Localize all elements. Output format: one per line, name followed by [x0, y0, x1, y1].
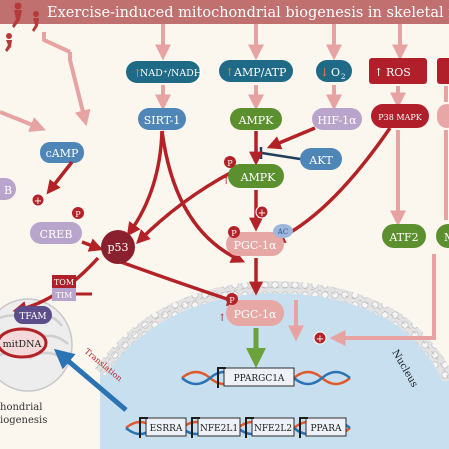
- svg-text:↑: ↑: [374, 66, 383, 79]
- node-creb: CREB P: [30, 207, 84, 244]
- svg-text:P38 MAPK: P38 MAPK: [378, 113, 422, 122]
- node-pgc-cyto: PGC-1α P AC: [226, 224, 293, 256]
- svg-text:B: B: [4, 184, 12, 197]
- svg-text:O: O: [331, 66, 340, 79]
- gene-esrra: ESRRA: [139, 417, 187, 438]
- nuclear-membrane-outline: [99, 286, 449, 381]
- plus-badge-creb: +: [31, 193, 45, 207]
- svg-text:TOM: TOM: [54, 278, 74, 287]
- svg-text:mitDNA: mitDNA: [3, 339, 42, 350]
- signal-arrows: [155, 85, 448, 111]
- svg-text:PPARGC1A: PPARGC1A: [234, 374, 285, 384]
- node-mtdna: mitDNA: [0, 327, 48, 359]
- signal-o2: ↓ O 2: [316, 60, 352, 82]
- svg-text:P: P: [229, 296, 235, 305]
- node-akt: AKT: [300, 148, 342, 170]
- svg-text:PPARA: PPARA: [310, 424, 342, 434]
- node-tfam: TFAM: [14, 306, 52, 324]
- signal-cut-box: [437, 58, 449, 84]
- svg-text:P: P: [227, 159, 233, 168]
- node-b-partial: B: [0, 178, 16, 200]
- node-atf2: ATF2: [382, 224, 426, 248]
- caption-line2: iogenesis: [0, 415, 47, 426]
- tom-complex: TOM: [52, 275, 76, 288]
- right-side-arrows: [288, 130, 448, 346]
- svg-text:ATF2: ATF2: [388, 231, 418, 244]
- svg-text:PGC-1α: PGC-1α: [234, 239, 277, 252]
- signal-nad: ↑ NAD⁺/NADH: [126, 61, 202, 83]
- svg-text:p53: p53: [107, 241, 128, 254]
- node-sirt1: SIRT-1: [138, 108, 186, 130]
- svg-text:TFAM: TFAM: [19, 312, 46, 322]
- translation-arrow: [53, 348, 128, 412]
- svg-text:P: P: [75, 210, 81, 219]
- svg-text:↓: ↓: [320, 66, 329, 79]
- svg-text:cAMP: cAMP: [46, 147, 79, 160]
- svg-text:NFE2L1: NFE2L1: [200, 424, 238, 434]
- node-hif: HIF-1α: [312, 108, 362, 130]
- svg-text:AMPK: AMPK: [240, 171, 277, 184]
- svg-text:+: +: [316, 334, 324, 345]
- title-arrows: [0, 24, 408, 132]
- caption-line1: hondrial: [0, 402, 42, 413]
- gene-nfe2l2: NFE2L2: [245, 417, 295, 438]
- plus-badge-nucleus: +: [313, 331, 327, 345]
- svg-text:↑: ↑: [225, 66, 234, 79]
- node-p38: P38 MAPK: [371, 104, 429, 128]
- svg-text:CREB: CREB: [40, 228, 73, 241]
- svg-text:P: P: [231, 229, 237, 238]
- gene-ppara: PPARA: [299, 417, 347, 438]
- svg-text:AMPK: AMPK: [238, 114, 275, 127]
- svg-text:AKT: AKT: [308, 154, 333, 167]
- akt-inhibit-line: [261, 151, 301, 161]
- svg-text:↑: ↑: [218, 313, 226, 324]
- node-p53: p53: [101, 230, 135, 264]
- svg-text:HIF-1α: HIF-1α: [317, 114, 357, 127]
- node-camp: cAMP: [40, 142, 84, 163]
- svg-text:AMP/ATP: AMP/ATP: [233, 66, 287, 79]
- node-pgc-nucleus: PGC-1α P ↑: [218, 293, 284, 326]
- svg-text:AC: AC: [277, 228, 288, 236]
- node-cut-right: [437, 104, 449, 128]
- plus-badge-ampk: +: [255, 205, 269, 219]
- tim-complex: TIM: [52, 288, 76, 301]
- svg-text:PGC-1α: PGC-1α: [234, 308, 277, 321]
- svg-text:NFE2L2: NFE2L2: [254, 424, 292, 434]
- signal-amp-atp: ↑ AMP/ATP: [219, 60, 293, 82]
- svg-text:SIRT-1: SIRT-1: [144, 114, 181, 127]
- gene-ppargc1a: PPARGC1A: [217, 367, 295, 388]
- svg-text:↑: ↑: [133, 67, 142, 80]
- svg-text:NAD⁺/NADH: NAD⁺/NADH: [140, 68, 202, 79]
- gene-nfe2l1: NFE2L1: [191, 417, 241, 438]
- svg-text:M: M: [444, 231, 449, 244]
- title-banner: [0, 0, 449, 24]
- svg-text:+: +: [258, 208, 266, 219]
- svg-text:2: 2: [341, 73, 345, 81]
- svg-text:TIM: TIM: [56, 291, 73, 300]
- runner-icon: [5, 2, 39, 52]
- svg-text:↑: ↑: [222, 176, 230, 187]
- signal-ros: ↑ ROS: [369, 58, 427, 84]
- svg-text:+: +: [34, 196, 42, 207]
- svg-text:ROS: ROS: [386, 66, 411, 79]
- node-m-partial: M: [436, 224, 449, 248]
- node-ampk-p: AMPK ↑ P: [222, 156, 284, 188]
- diagram-title: Exercise-induced mitochondrial biogenesi…: [47, 5, 449, 21]
- svg-text:ESRRA: ESRRA: [150, 424, 183, 434]
- node-ampk-top: AMPK: [230, 108, 282, 130]
